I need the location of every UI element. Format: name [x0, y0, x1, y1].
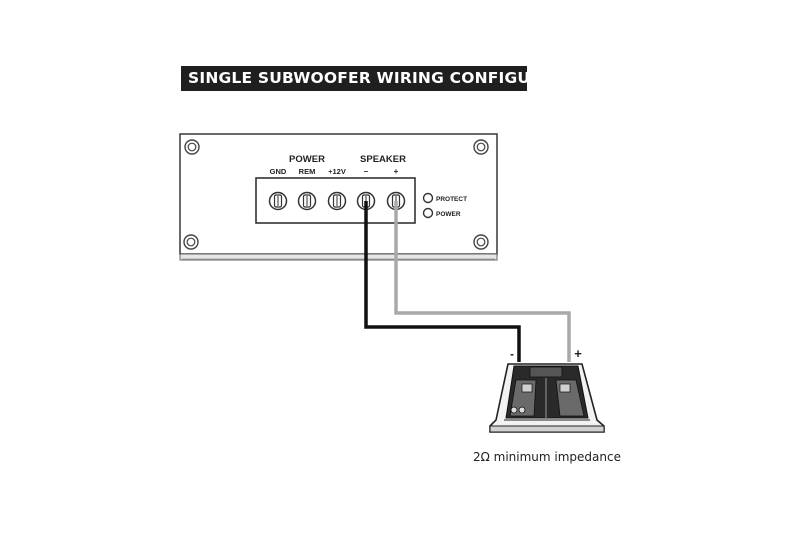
terminal-label-speaker-pos: +	[394, 167, 399, 176]
power-led-icon	[422, 207, 434, 219]
protect-led-label: PROTECT	[436, 196, 467, 203]
terminal-label-12v: +12V	[328, 167, 346, 176]
terminal-screw-icon	[297, 191, 317, 211]
terminal-label-rem: REM	[299, 167, 316, 176]
amplifier: POWER SPEAKER GND REM +12V – +	[179, 133, 498, 261]
protect-led-icon	[422, 192, 434, 204]
terminal-label-gnd: GND	[270, 167, 287, 176]
corner-screw-icon	[473, 234, 489, 250]
power-led-label: POWER	[436, 211, 461, 218]
corner-screw-icon	[183, 234, 199, 250]
negative-wire	[364, 201, 521, 362]
positive-wire	[394, 201, 571, 362]
terminal-screw-icon	[327, 191, 347, 211]
corner-screw-icon	[184, 139, 200, 155]
subwoofer-positive-label: +	[574, 346, 582, 361]
impedance-caption: 2Ω minimum impedance	[473, 450, 621, 464]
terminal-label-speaker-neg: –	[364, 167, 369, 176]
subwoofer: - +	[489, 346, 605, 433]
diagram-title: SINGLE SUBWOOFER WIRING CONFIGURATION	[181, 66, 596, 91]
corner-screw-icon	[473, 139, 489, 155]
subwoofer-negative-label: -	[510, 347, 514, 361]
power-group-label: POWER	[289, 154, 325, 165]
speaker-group-label: SPEAKER	[360, 154, 406, 165]
terminal-screw-icon	[268, 191, 288, 211]
